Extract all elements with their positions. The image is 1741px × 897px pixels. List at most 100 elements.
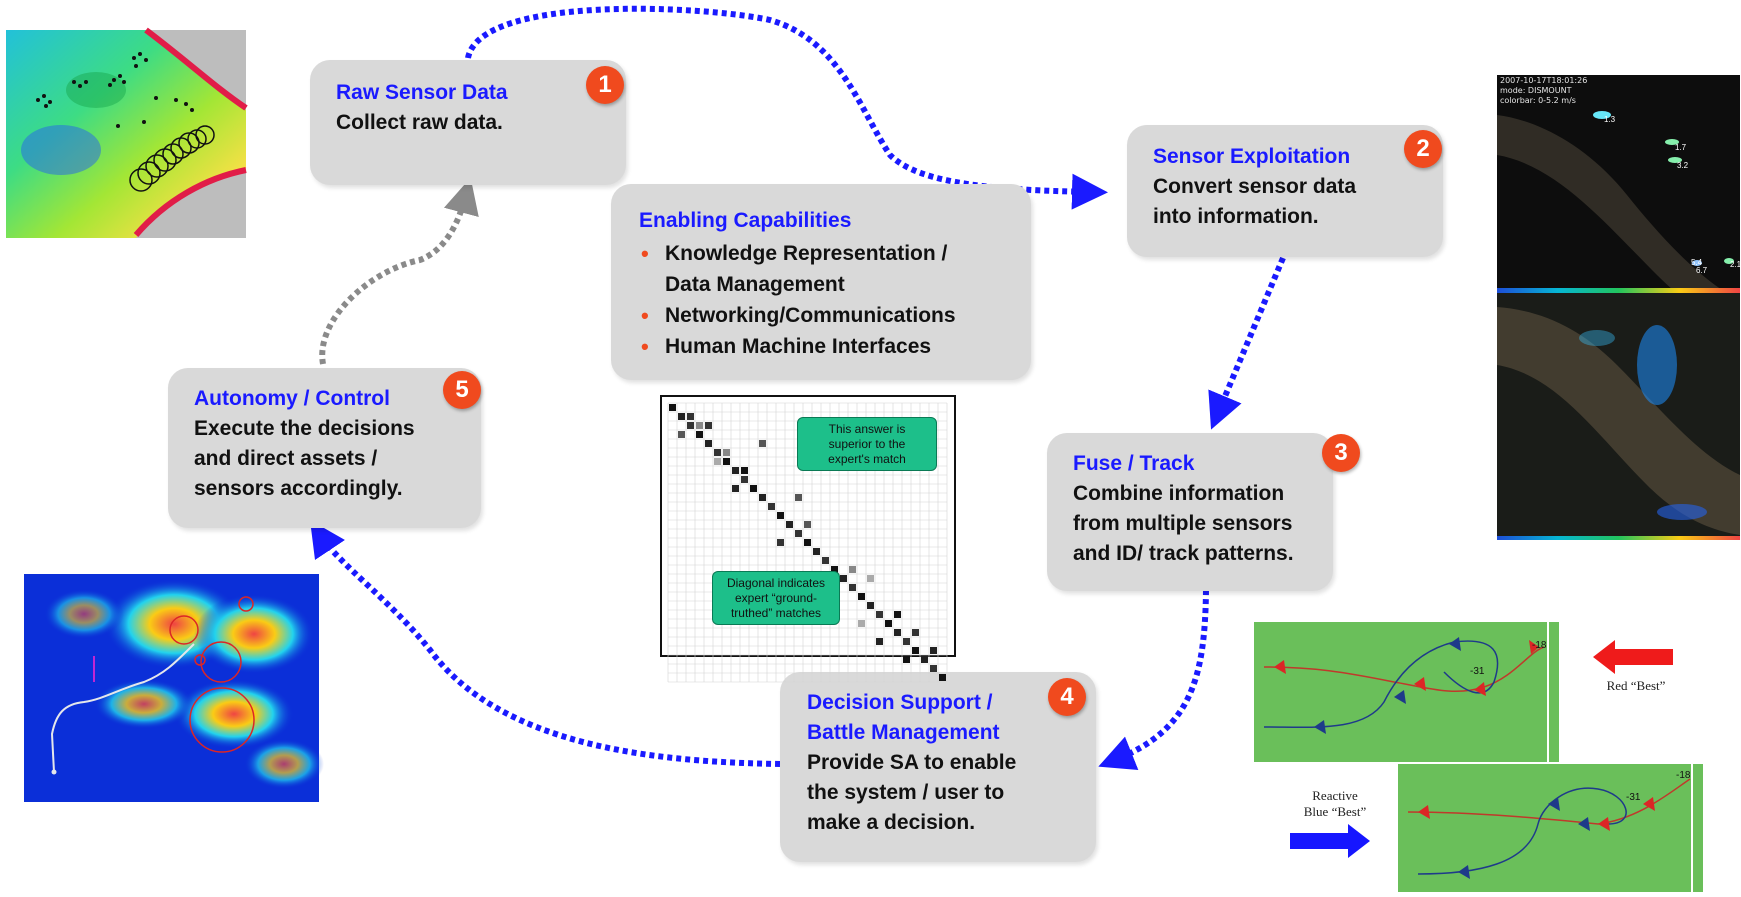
blue-arrow-icon	[1290, 824, 1370, 858]
radar-dismount-image: 2007-10-17T18:01:26 mode: DISMOUNT color…	[1497, 75, 1741, 540]
matrix-cell	[750, 485, 757, 492]
matrix-cell	[903, 638, 910, 645]
blue-best-label: Reactive Blue “Best”	[1303, 788, 1367, 819]
matrix-cell	[930, 665, 937, 672]
red-arrow-icon	[1593, 640, 1673, 674]
matrix-cell	[921, 656, 928, 663]
arrow-1-to-2	[465, 5, 1108, 210]
matrix-cell	[768, 503, 775, 510]
terrain-heatmap-image	[6, 27, 248, 238]
matrix-cell	[912, 629, 919, 636]
arrow-2-to-3	[1208, 256, 1286, 430]
matrix-cell	[723, 458, 730, 465]
node-title: Sensor Exploitation	[1153, 145, 1351, 168]
matrix-cell	[714, 458, 721, 465]
arrow-5-to-1	[319, 177, 479, 365]
node-text: and ID/ track patterns.	[1073, 542, 1294, 565]
thermal-search-image	[24, 574, 324, 802]
radar-header: 2007-10-17T18:01:26 mode: DISMOUNT color…	[1500, 76, 1588, 105]
matrix-cell	[894, 629, 901, 636]
matrix-cell	[876, 638, 883, 645]
capability-list: Knowledge Representation /Data Managemen…	[639, 238, 956, 362]
matrix-cell	[831, 566, 838, 573]
matrix-cell	[777, 512, 784, 519]
capability-item: Networking/Communications	[639, 300, 956, 331]
node-text: Provide SA to enable	[807, 751, 1017, 774]
matrix-cell	[705, 440, 712, 447]
red-best-tracks-panel: -18 -31	[1254, 622, 1559, 762]
matrix-cell	[741, 467, 748, 474]
node-raw-sensor-data: Raw Sensor Data Collect raw data.	[310, 60, 626, 185]
matrix-cell	[894, 611, 901, 618]
matrix-cell	[849, 584, 856, 591]
node-fuse-track: Fuse / Track Combine information from mu…	[1047, 433, 1333, 591]
matrix-cell	[705, 422, 712, 429]
node-title: Autonomy / Control	[194, 387, 390, 410]
matrix-cell	[741, 476, 748, 483]
matrix-cell	[939, 674, 946, 681]
matrix-cell	[678, 413, 685, 420]
matrix-cell	[876, 611, 883, 618]
node-text: sensors accordingly.	[194, 477, 403, 500]
track-mark: -31	[1626, 792, 1641, 803]
track-mark: -18	[1532, 640, 1547, 651]
node-title: Battle Management	[807, 721, 1000, 744]
radar-value: 1.7	[1675, 143, 1687, 152]
matrix-cell	[804, 539, 811, 546]
matrix-cell	[732, 467, 739, 474]
node-text: and direct assets /	[194, 447, 378, 470]
capability-item: Knowledge Representation /Data Managemen…	[639, 238, 956, 300]
step-number-badge: 4	[1048, 678, 1086, 716]
matrix-cell	[930, 647, 937, 654]
arrow-4-to-5	[310, 520, 781, 767]
matrix-cell	[903, 656, 910, 663]
matrix-cell	[687, 413, 694, 420]
matrix-cell	[759, 440, 766, 447]
callout-superior-answer: This answer is superior to the expert's …	[797, 417, 937, 471]
node-text: the system / user to	[807, 781, 1005, 804]
arrow-3-to-4	[1098, 589, 1209, 771]
matrix-cell	[822, 557, 829, 564]
node-text: from multiple sensors	[1073, 512, 1293, 535]
node-text: into information.	[1153, 205, 1319, 228]
matrix-cell	[687, 422, 694, 429]
matrix-cell	[696, 422, 703, 429]
node-text: Collect raw data.	[336, 111, 503, 134]
enabling-capabilities-box: Enabling Capabilities Knowledge Represen…	[611, 184, 1031, 380]
matrix-cell	[723, 449, 730, 456]
matrix-cell	[678, 431, 685, 438]
matrix-cell	[804, 521, 811, 528]
matrix-cell	[696, 431, 703, 438]
enabling-title: Enabling Capabilities	[639, 209, 852, 232]
matrix-cell	[714, 449, 721, 456]
matrix-cell	[858, 620, 865, 627]
matrix-cell	[759, 494, 766, 501]
matrix-cell	[885, 620, 892, 627]
node-decision-support: Decision Support / Battle Management Pro…	[780, 672, 1096, 862]
red-best-label: Red “Best”	[1606, 678, 1666, 693]
step-number-badge: 3	[1322, 434, 1360, 472]
node-text: Combine information	[1073, 482, 1285, 505]
node-sensor-exploitation: Sensor Exploitation Convert sensor data …	[1127, 125, 1443, 257]
callout-diagonal: Diagonal indicates expert “ground- truth…	[712, 571, 840, 625]
matrix-cell	[795, 494, 802, 501]
step-number-badge: 1	[586, 66, 624, 104]
step-number-badge: 2	[1404, 130, 1442, 168]
radar-value: 1.3	[1604, 115, 1616, 124]
radar-value: 5.4	[1691, 258, 1703, 267]
matrix-cell	[840, 575, 847, 582]
radar-value: 2.1	[1730, 260, 1741, 269]
node-text: Execute the decisions	[194, 417, 415, 440]
radar-value: 3.2	[1677, 161, 1689, 170]
matrix-cell	[786, 521, 793, 528]
matrix-cell	[912, 647, 919, 654]
matrix-cell	[867, 602, 874, 609]
node-title: Fuse / Track	[1073, 452, 1195, 475]
matrix-cell	[849, 566, 856, 573]
node-text: make a decision.	[807, 811, 976, 834]
matrix-cell	[795, 530, 802, 537]
node-title: Decision Support /	[807, 691, 993, 714]
matrix-cell	[732, 485, 739, 492]
node-title: Raw Sensor Data	[336, 81, 508, 104]
